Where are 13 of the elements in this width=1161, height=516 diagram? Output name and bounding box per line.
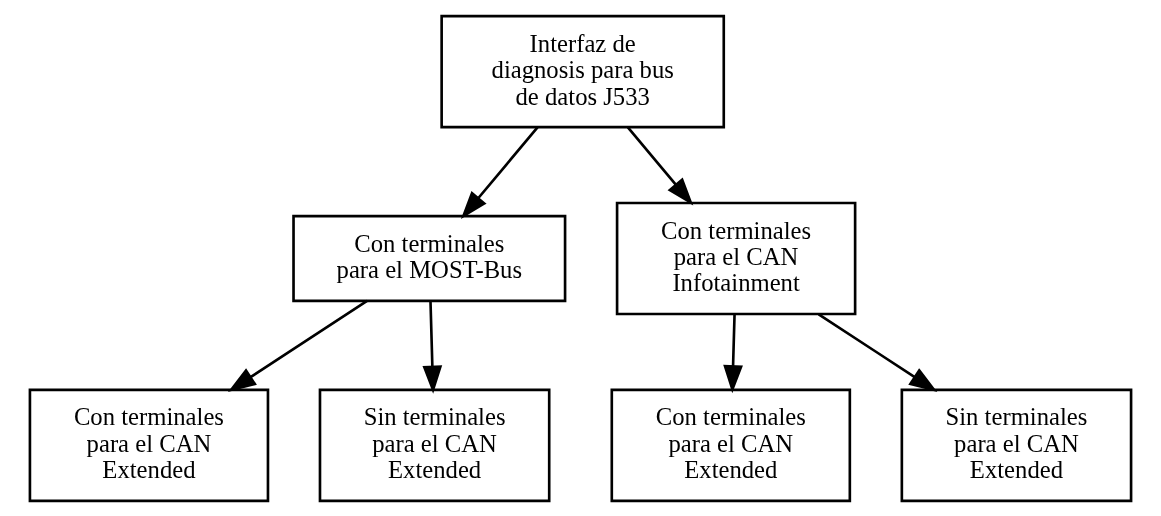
- node-box: Sin terminales para el CAN Extended: [318, 388, 551, 502]
- arrow: [422, 300, 443, 394]
- node-box: Sin terminales para el CAN Extended: [900, 388, 1133, 502]
- arrow: [227, 299, 368, 392]
- node-box: Con terminales para el CAN Extended: [28, 388, 270, 502]
- arrow: [818, 312, 938, 392]
- arrow: [460, 126, 539, 219]
- node-box: Con terminales para el CAN Infotainment: [615, 201, 857, 315]
- node-box: Con terminales para el CAN Extended: [610, 388, 852, 502]
- arrow: [723, 313, 743, 393]
- arrow: [626, 126, 694, 206]
- node-box: Con terminales para el MOST-Bus: [292, 214, 567, 302]
- node-box: Interfaz de diagnosis para bus de datos J533: [440, 14, 726, 128]
